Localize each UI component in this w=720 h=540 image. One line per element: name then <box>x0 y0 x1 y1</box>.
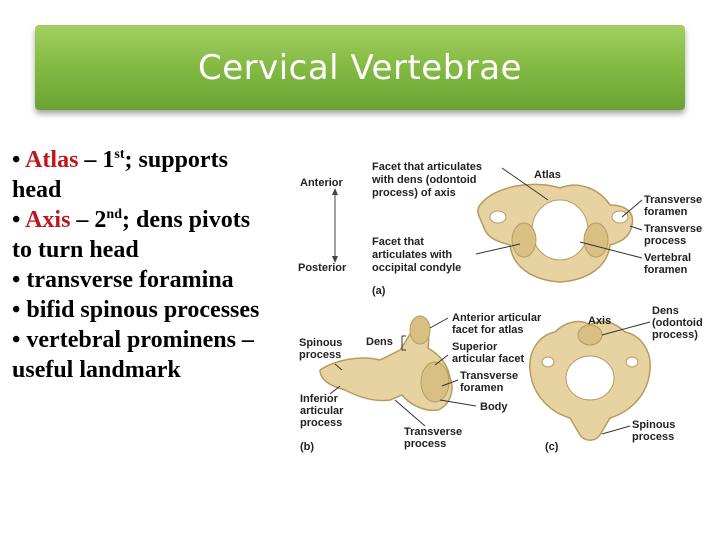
atlas-illustration <box>477 183 634 283</box>
svg-text:foramen: foramen <box>644 264 688 276</box>
label-facet-condyle: Facet that <box>372 236 424 248</box>
label-dens-odontoid: Dens <box>652 305 679 317</box>
label-transverse-process-a: Transverse <box>644 223 702 235</box>
bullet-transverse-foramina: • transverse foramina <box>12 267 234 293</box>
svg-text:foramen: foramen <box>644 206 688 218</box>
label-facet-dens: Facet that articulates <box>372 161 482 173</box>
svg-text:articular facet: articular facet <box>452 353 524 365</box>
arrow-down-icon <box>332 256 338 263</box>
bullet-list: • Atlas – 1st; supports head • Axis – 2n… <box>12 145 302 385</box>
label-inferior-articular: Inferior <box>300 393 339 405</box>
svg-text:occipital condyle: occipital condyle <box>372 262 461 274</box>
label-vertebral-foramen: Vertebral <box>644 252 691 264</box>
label-posterior: Posterior <box>298 262 347 274</box>
label-transverse-foramen-a: Transverse <box>644 194 702 206</box>
label-spinous-c: Spinous <box>632 419 675 431</box>
bullet-atlas-cont: head <box>12 177 62 203</box>
label-axis: Axis <box>588 315 611 327</box>
svg-text:with dens (odontoid: with dens (odontoid <box>371 174 476 186</box>
svg-text:facet for atlas: facet for atlas <box>452 324 524 336</box>
svg-text:(odontoid: (odontoid <box>652 317 703 329</box>
bullet-axis: • Axis – 2nd; dens pivots <box>12 207 251 233</box>
svg-text:foramen: foramen <box>460 382 504 394</box>
label-atlas: Atlas <box>534 169 561 181</box>
svg-text:process: process <box>644 235 686 247</box>
panel-a-label: (a) <box>372 285 386 297</box>
label-anterior: Anterior <box>300 177 344 189</box>
vertebrae-figure: Anterior Posterior Facet that articulate… <box>290 150 720 460</box>
svg-text:process) of axis: process) of axis <box>372 187 456 199</box>
svg-text:articular: articular <box>300 405 344 417</box>
svg-text:process): process) <box>652 329 698 341</box>
vertebrae-illustration: Anterior Posterior Facet that articulate… <box>298 161 703 453</box>
bullet-vertebral-prominens-cont: useful landmark <box>12 357 181 383</box>
svg-text:articulates with: articulates with <box>372 249 452 261</box>
bullet-atlas: • Atlas – 1st; supports <box>12 147 228 173</box>
title-banner: Cervical Vertebrae <box>35 25 685 110</box>
page-title: Cervical Vertebrae <box>197 47 523 88</box>
svg-text:process: process <box>299 349 341 361</box>
axis-lateral-illustration <box>319 315 453 412</box>
svg-text:process: process <box>404 438 446 450</box>
label-transverse-process-b: Transverse <box>404 426 462 438</box>
panel-b-label: (b) <box>300 441 314 453</box>
label-anterior-articular: Anterior articular <box>452 312 542 324</box>
label-dens-b: Dens <box>366 336 393 348</box>
bullet-axis-cont: to turn head <box>12 237 139 263</box>
arrow-up-icon <box>332 188 338 195</box>
svg-text:process: process <box>300 417 342 429</box>
bullet-bifid-spinous: • bifid spinous processes <box>12 297 260 323</box>
axis-term: Axis <box>25 207 71 233</box>
svg-text:process: process <box>632 431 674 443</box>
atlas-term: Atlas <box>25 147 79 173</box>
axis-superior-illustration <box>529 320 651 441</box>
bullet-vertebral-prominens: • vertebral prominens – <box>12 327 254 353</box>
label-spinous-b: Spinous <box>299 337 342 349</box>
label-body: Body <box>480 401 508 413</box>
label-superior-articular: Superior <box>452 341 498 353</box>
panel-c-label: (c) <box>545 441 559 453</box>
label-transverse-foramen-b: Transverse <box>460 370 518 382</box>
